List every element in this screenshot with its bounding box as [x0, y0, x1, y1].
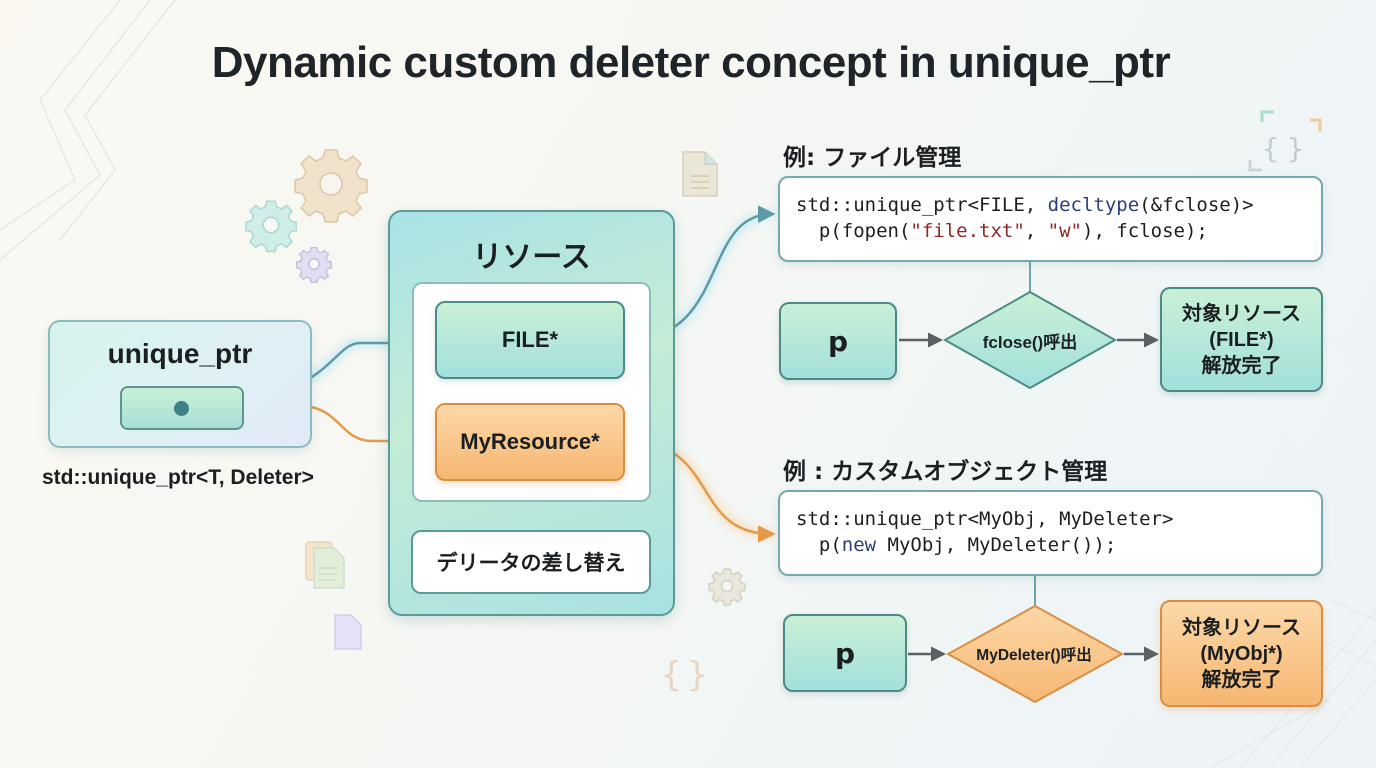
code-text: ,: [1024, 220, 1048, 242]
background-lines: [0, 0, 176, 261]
resource-myresource[interactable]: MyResource*: [435, 403, 625, 481]
connector-to-myresource: [299, 404, 434, 450]
svg-text:{: {: [661, 655, 681, 695]
documents-icon: [305, 541, 345, 589]
document-icon: [682, 151, 718, 197]
unique-ptr-caption: std::unique_ptr<T, Deleter>: [42, 466, 314, 489]
result-line: (FILE*): [1209, 328, 1274, 351]
code-keyword: new: [841, 534, 877, 556]
result-line: 解放完了: [1201, 668, 1282, 691]
example1-heading: 例: ファイル管理: [783, 145, 962, 171]
gear-icon: [708, 568, 746, 606]
curly-braces-icon: {}: [661, 655, 707, 695]
code-text: p(fopen(: [796, 220, 911, 242]
result-line: 解放完了: [1201, 354, 1282, 377]
flow2-result[interactable]: 対象リソース (MyObj*) 解放完了: [1160, 600, 1323, 707]
code-string: "file.txt": [910, 220, 1025, 242]
code-text: std::unique_ptr<FILE,: [796, 194, 1048, 216]
code-text: (&fclose)>: [1139, 194, 1254, 216]
unique-ptr-box[interactable]: unique_ptr: [48, 320, 312, 448]
code-text: ), fclose);: [1082, 220, 1208, 242]
result-line: 対象リソース: [1182, 616, 1301, 639]
gear-icon: [294, 149, 368, 223]
example1-code: std::unique_ptr<FILE, decltype(&fclose)>…: [778, 176, 1323, 262]
flow2-decision-label: MyDeleter()呼出: [976, 647, 1092, 664]
decision-diamond-1: [942, 290, 1118, 390]
flow2-start-p[interactable]: p: [783, 614, 907, 692]
deleter-swap-label[interactable]: デリータの差し替え: [411, 530, 651, 594]
result-line: (MyObj*): [1200, 642, 1283, 665]
example2-heading: 例 : カスタムオブジェクト管理: [783, 459, 1108, 485]
code-keyword: decltype: [1047, 194, 1140, 216]
code-text: p(: [796, 534, 842, 556]
pointer-slot: [120, 386, 244, 430]
result-line: 対象リソース: [1182, 302, 1301, 325]
pointer-dot-icon: [174, 401, 189, 416]
svg-text:{: {: [1262, 132, 1279, 165]
gear-icon: [245, 200, 297, 253]
flow1-start-p[interactable]: p: [779, 302, 897, 380]
flow1-result[interactable]: 対象リソース (FILE*) 解放完了: [1160, 287, 1323, 392]
flow1-decision-label: fclose()呼出: [982, 332, 1078, 352]
gear-icon: [295, 246, 333, 283]
unique-ptr-label: unique_ptr: [107, 338, 253, 369]
code-text: MyObj, MyDeleter());: [876, 534, 1117, 556]
page-title: Dynamic custom deleter concept in unique…: [211, 38, 1171, 87]
curly-braces-icon: { }: [1248, 110, 1322, 172]
resource-file[interactable]: FILE*: [435, 301, 625, 379]
code-string: "w": [1047, 220, 1082, 242]
code-text: std::unique_ptr<MyObj, MyDeleter>: [796, 508, 1174, 530]
example2-code: std::unique_ptr<MyObj, MyDeleter> p(new …: [778, 490, 1323, 576]
svg-text:}: }: [1287, 132, 1304, 165]
document-icon: [334, 614, 362, 650]
svg-text:}: }: [687, 655, 707, 695]
decision-diamond-2: [945, 604, 1125, 704]
resources-title: リソース: [472, 240, 591, 275]
